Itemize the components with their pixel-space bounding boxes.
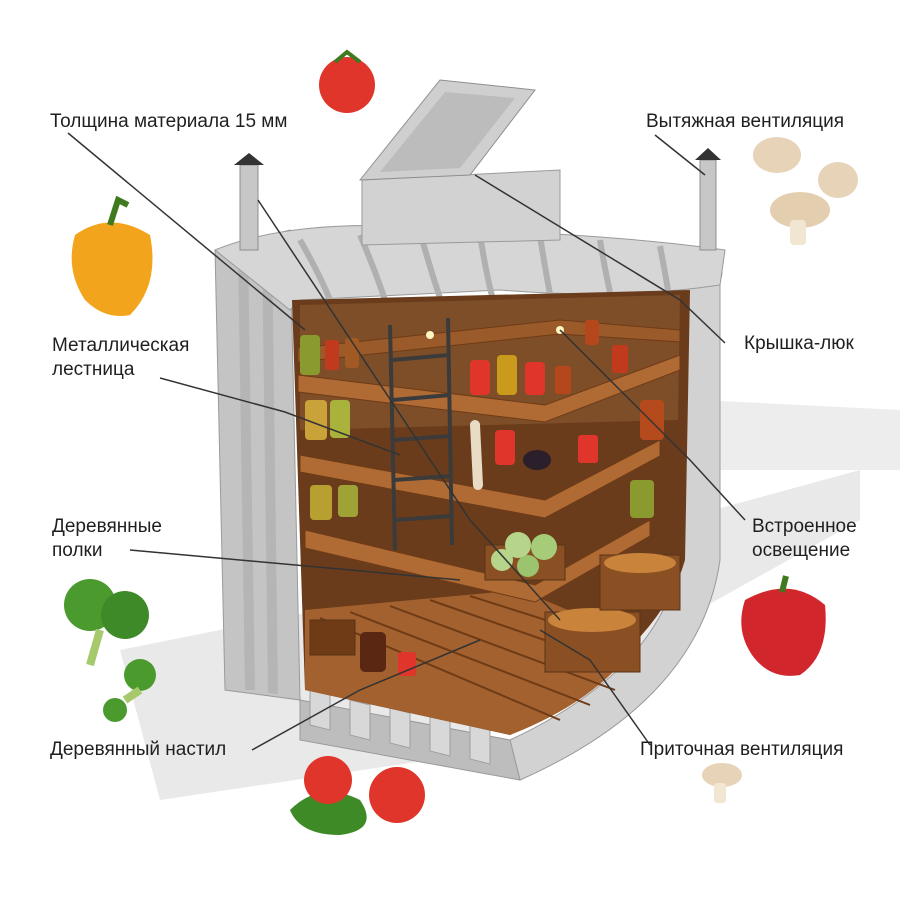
mushroom-cap: [818, 162, 858, 198]
jar: [325, 340, 339, 370]
label-hatch-lid: Крышка-люк: [744, 333, 854, 354]
mushroom-stem: [790, 220, 806, 245]
jar: [612, 345, 628, 373]
leader-supply: [539, 629, 651, 746]
jar: [305, 400, 327, 440]
mushroom-small: [702, 763, 742, 787]
roof-rib: [597, 239, 613, 293]
hatch-box: [361, 169, 561, 246]
mushroom-cap: [770, 192, 830, 228]
label-wooden-shelves-line1: Деревянные: [52, 516, 162, 537]
jar: [330, 400, 350, 438]
potatoes: [548, 608, 636, 632]
roof-rib: [297, 238, 333, 302]
label-builtin-light-line2: освещение: [752, 540, 851, 561]
eggplant: [523, 450, 551, 470]
tomato-bottom: [304, 756, 352, 804]
label-wooden-shelves-line2: полки: [52, 540, 103, 561]
light: [426, 331, 434, 339]
jar: [310, 485, 332, 520]
shell-rib: [238, 250, 255, 690]
pipe-cap-right: [695, 148, 721, 160]
cellar-interior: [292, 290, 690, 735]
cabbage: [491, 549, 513, 571]
leader-hatch: [474, 174, 726, 344]
broccoli: [103, 698, 127, 722]
jar: [398, 652, 416, 676]
jar: [585, 320, 599, 345]
jar: [360, 632, 386, 672]
label-metal-ladder-line1: Металлическая: [52, 335, 190, 356]
leader-light: [559, 329, 746, 521]
floor-plank: [349, 611, 591, 706]
basil: [290, 792, 367, 835]
shelf: [299, 439, 661, 519]
vent-pipes: [234, 148, 721, 251]
jar: [497, 355, 517, 395]
exhaust-pipe-left: [239, 164, 259, 251]
hatch: [358, 79, 561, 246]
broccoli: [101, 591, 149, 639]
cabbage: [505, 532, 531, 558]
cabbage: [517, 555, 539, 577]
leader-material-thickness: [67, 132, 306, 331]
cellar-shell: [214, 225, 726, 781]
pipe-cap-left: [234, 153, 264, 165]
label-material-thickness: Толщина материала 15 мм: [50, 111, 288, 132]
crate: [309, 619, 356, 656]
jar: [630, 480, 654, 518]
broccoli-stem: [86, 628, 143, 704]
floor-plank: [319, 617, 561, 721]
jars: [300, 320, 664, 676]
ladder-rung: [391, 353, 453, 522]
jar: [495, 430, 515, 465]
potatoes: [604, 553, 676, 573]
hatch-lid-inner: [380, 92, 515, 172]
tomato-stem: [333, 49, 362, 64]
vegetables: [64, 49, 858, 835]
jar: [640, 400, 664, 440]
leader-metal-ladder: [159, 377, 401, 456]
leader-exhaust: [654, 134, 706, 176]
label-metal-ladder-line2: лестница: [52, 359, 135, 380]
label-supply-vent: Приточная вентиляция: [640, 739, 844, 760]
leader-floor: [251, 639, 481, 751]
pepper-stem: [107, 195, 130, 226]
jar: [300, 335, 320, 375]
red-pepper-stem: [779, 575, 789, 593]
label-builtin-light-line1: Встроенное: [752, 516, 857, 537]
leader-shelves: [129, 549, 461, 581]
label-exhaust-vent: Вытяжная вентиляция: [646, 111, 845, 132]
tomato-bottom: [369, 767, 425, 823]
jar: [338, 485, 358, 517]
mushroom-small-stem: [714, 783, 726, 803]
yellow-pepper: [71, 222, 153, 316]
shell-bottom-teeth: [309, 689, 491, 765]
roof-rib: [657, 245, 671, 291]
ground-shadow-right: [700, 400, 900, 470]
jar: [555, 366, 571, 394]
shelf: [304, 519, 651, 603]
jar: [578, 435, 598, 463]
broccoli: [124, 659, 156, 691]
cabbage: [531, 534, 557, 560]
shelf-top: [297, 319, 681, 363]
leader-lines: [67, 132, 746, 751]
shelf: [297, 354, 681, 423]
roof-rib: [537, 235, 553, 295]
mushroom-cap: [753, 137, 801, 173]
jar: [525, 362, 545, 395]
red-pepper: [741, 588, 826, 676]
tomato-top: [319, 57, 375, 113]
jar: [345, 338, 359, 368]
leader-ladder-diagonal: [257, 199, 561, 621]
garlic-string: [470, 420, 483, 490]
shell-rib: [262, 244, 278, 694]
floor-plank: [389, 605, 616, 691]
label-wooden-floor: Деревянный настил: [50, 739, 227, 760]
jar: [470, 360, 490, 395]
